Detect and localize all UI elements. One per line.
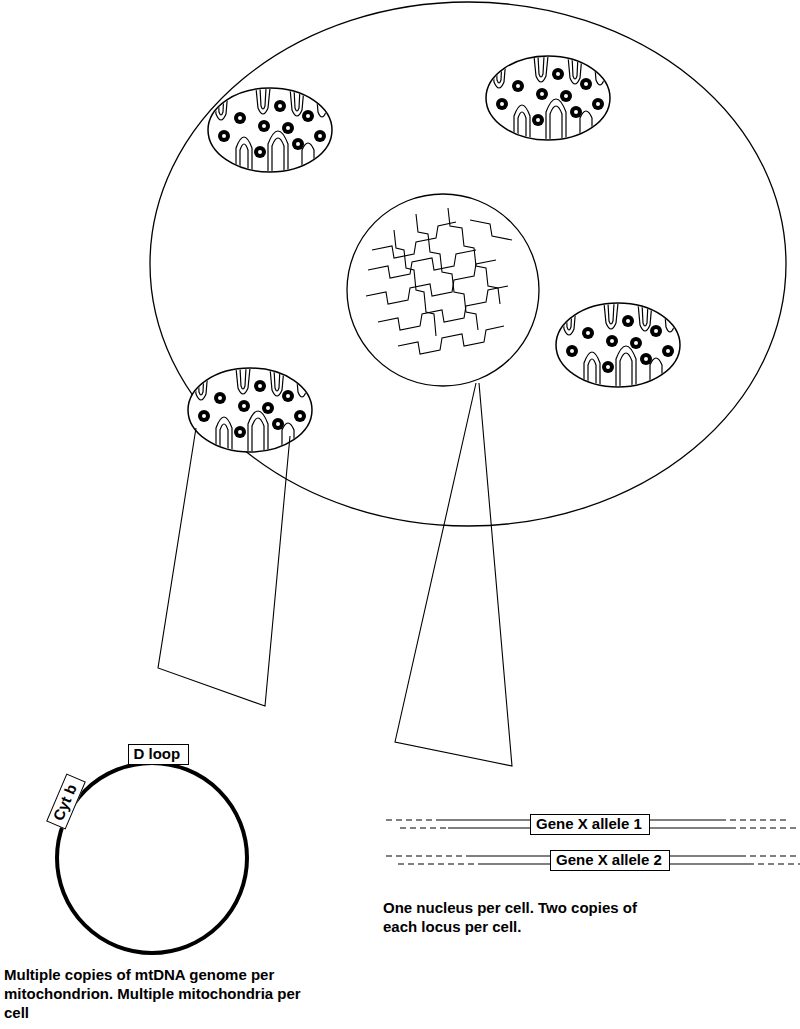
box-text: D loop	[129, 745, 188, 762]
caption-note: One nucleus per cell. Two copies of each…	[383, 898, 673, 936]
label-box: Gene X allele 1	[530, 814, 650, 835]
cell-outline	[150, 2, 786, 526]
label-box: D loop	[128, 744, 189, 765]
zoom-callout	[158, 383, 512, 766]
box-text: Gene X allele 2	[551, 851, 669, 868]
nucleus	[347, 194, 539, 386]
label-box: Cyt b	[46, 773, 86, 829]
label-box: Gene X allele 2	[550, 850, 670, 871]
mtdna-circle	[57, 763, 247, 953]
mitochondrion	[208, 88, 332, 172]
box-text: Gene X allele 1	[531, 815, 649, 832]
caption-note: Multiple copies of mtDNA genome per mito…	[4, 965, 326, 1022]
mitochondrion	[486, 56, 610, 140]
box-text: Cyt b	[47, 774, 82, 827]
mitochondrion	[556, 303, 680, 387]
chromatin	[366, 208, 512, 354]
mitochondrion	[188, 368, 312, 452]
